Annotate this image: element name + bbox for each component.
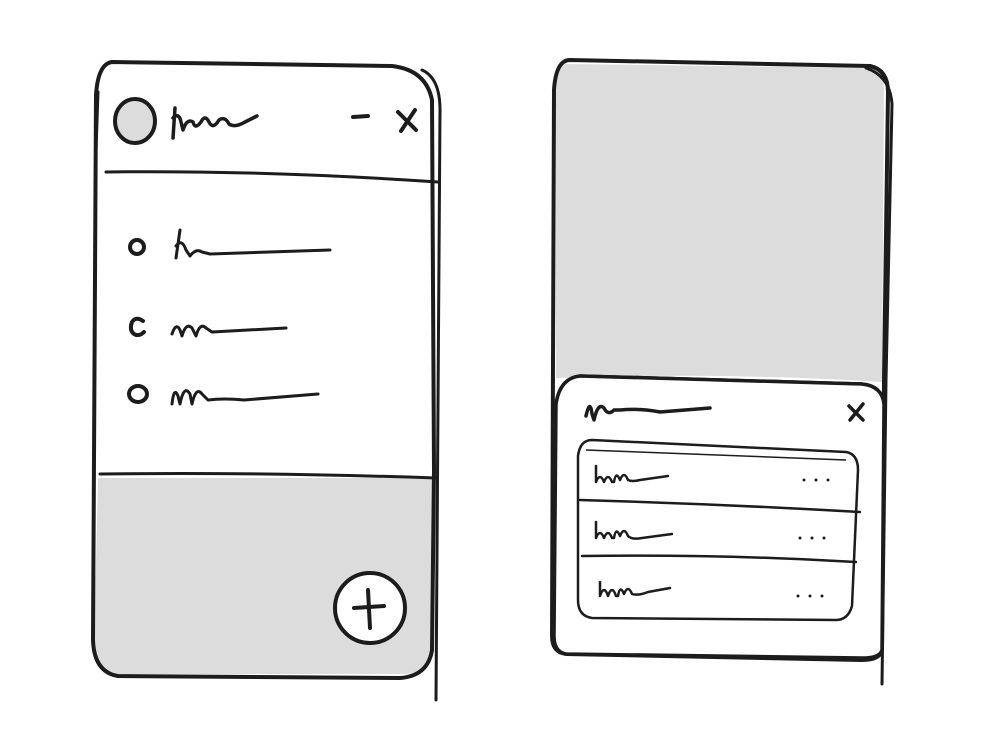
list-row-3[interactable]: [582, 564, 854, 610]
sheet-fill: [554, 376, 884, 658]
ellipsis-icon[interactable]: [796, 532, 830, 544]
circle-logo-icon: [113, 97, 157, 145]
sheet-title-scribble: [584, 404, 712, 422]
option-label-scribble: [170, 324, 288, 338]
option-item-1[interactable]: [120, 226, 340, 266]
row-label-scribble: [598, 580, 672, 598]
footer-divider: [98, 472, 438, 480]
list-row-2[interactable]: [582, 508, 854, 554]
close-icon[interactable]: [392, 104, 422, 136]
radio-icon[interactable]: [124, 234, 150, 260]
row-label-scribble: [594, 520, 674, 540]
right-edge-stroke: [864, 66, 894, 686]
option-label-scribble: [170, 389, 320, 406]
left-edge-stroke: [420, 68, 442, 702]
ellipsis-icon[interactable]: [800, 474, 834, 486]
option-item-2[interactable]: [120, 306, 340, 346]
row-label-scribble: [594, 464, 670, 484]
list-box: [576, 438, 860, 622]
row-divider: [580, 554, 858, 564]
ellipsis-icon[interactable]: [794, 590, 828, 602]
left-window-border: [91, 60, 436, 680]
plus-icon: [352, 588, 386, 630]
left-edge-stroke-2: [94, 90, 100, 152]
sheet-close-icon[interactable]: [842, 398, 870, 426]
option-item-3[interactable]: [120, 372, 340, 412]
list-row-1[interactable]: [582, 452, 854, 498]
option-label-scribble: [174, 228, 332, 260]
radio-icon[interactable]: [124, 312, 150, 340]
window-title-scribble: [171, 106, 259, 140]
minimize-icon[interactable]: [348, 106, 374, 126]
row-divider: [578, 498, 862, 514]
list-box-inner: [585, 449, 847, 461]
header-divider: [104, 170, 440, 184]
placeholder-area: [556, 64, 884, 382]
right-window-border: [550, 58, 890, 662]
sheet-border: [552, 374, 886, 660]
add-button[interactable]: [328, 568, 412, 650]
radio-icon[interactable]: [124, 380, 152, 408]
